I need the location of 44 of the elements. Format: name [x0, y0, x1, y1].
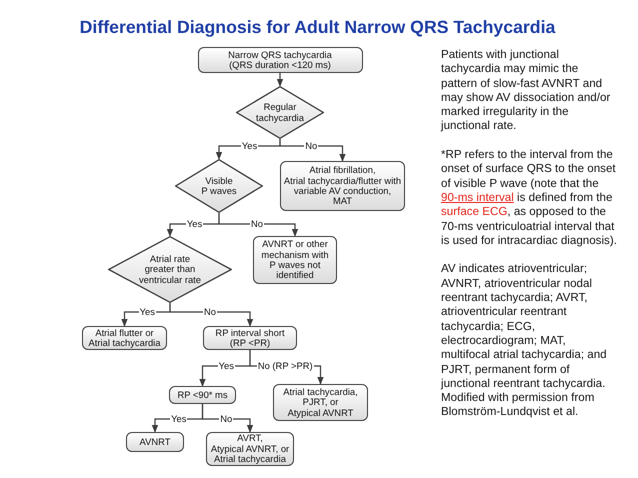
arrow [218, 213, 298, 236]
edge-label: Yes [170, 414, 188, 424]
node-label: AVNRT [140, 436, 170, 448]
edge-label: No [304, 141, 318, 151]
node-label: Visible P waves [201, 176, 237, 196]
decision-diamond [108, 236, 232, 303]
outcome-box [253, 236, 337, 284]
edge-label: Yes [218, 361, 235, 371]
title: Differential Diagnosis for Adult Narrow QRS Tachycardia [78, 16, 556, 38]
node-label: RP interval short (RP <PR) [215, 328, 285, 348]
note-paragraph: Patients with junctional tachycardia may mimic the pattern of slow-fast AVNRT and may show AV dissociation and/or marked irregularity in the junctional rate. [441, 48, 612, 134]
edge-label: No [203, 307, 217, 317]
footnote-paragraph: *RP refers to the interval from the onset of surface QRS to the onset of visible P wave (note that the 90-ms interval is defined from the surface ECG, as opposed to the 70-ms ventriculoatrial interval that is used for intracardiac diagnosis). [441, 148, 617, 248]
node-label: RP <90* ms [177, 390, 228, 400]
process-box [203, 326, 297, 350]
decision-diamond [175, 159, 263, 213]
outcome-box [206, 432, 294, 466]
arrow [276, 73, 284, 86]
link: surface ECG [441, 205, 508, 218]
node-label: Atrial flutter or Atrial tachycardia [88, 328, 160, 348]
outcome-box [273, 384, 368, 421]
edge-label: Yes [186, 219, 204, 229]
abbreviations-paragraph: AV indicates atrioventricular; AVNRT, atrioventricular nodal reentrant tachycardia; AVRT, atrioventricular reentrant tachycardia; ECG, electrocardiogram; MAT, multifocal atrial tachycardia; and PJRT, permanent form of junctional reentrant tachycardia. Modified with permission from Blomström-Lundqvist et al. [441, 262, 608, 420]
edge-label: Yes [240, 141, 258, 151]
node-label: Atrial fibrillation, Atrial tachycardia/flutter with variable AV conduction, MAT [284, 165, 402, 207]
edge-label: No [219, 414, 234, 424]
node-label: Atrial rate greater than ventricular rate [138, 254, 201, 286]
node-label: AVRT, Atypical AVNRT, or Atrial tachycardia [210, 433, 290, 465]
arrow [169, 303, 254, 326]
process-box [169, 386, 236, 404]
link: 90-ms interval [441, 190, 514, 204]
start-box [198, 47, 362, 73]
outcome-box [126, 432, 184, 452]
node-label: Narrow QRS tachycardia (QRS duration <120 ms) [228, 50, 332, 70]
edge-label: No (RP >PR) [256, 361, 314, 371]
node-label: AVNRT or other mechanism with P waves not identified [261, 239, 329, 281]
edge-label: Yes [138, 307, 156, 317]
arrow [279, 139, 346, 162]
node-label: Regular tachycardia [256, 102, 304, 123]
arrow [202, 404, 254, 432]
outcome-box [82, 326, 167, 350]
edge-label: No [250, 219, 264, 229]
decision-diamond [236, 86, 324, 139]
node-label: Atrial tachycardia, PJRT, or Atypical AVNRT [283, 386, 358, 418]
